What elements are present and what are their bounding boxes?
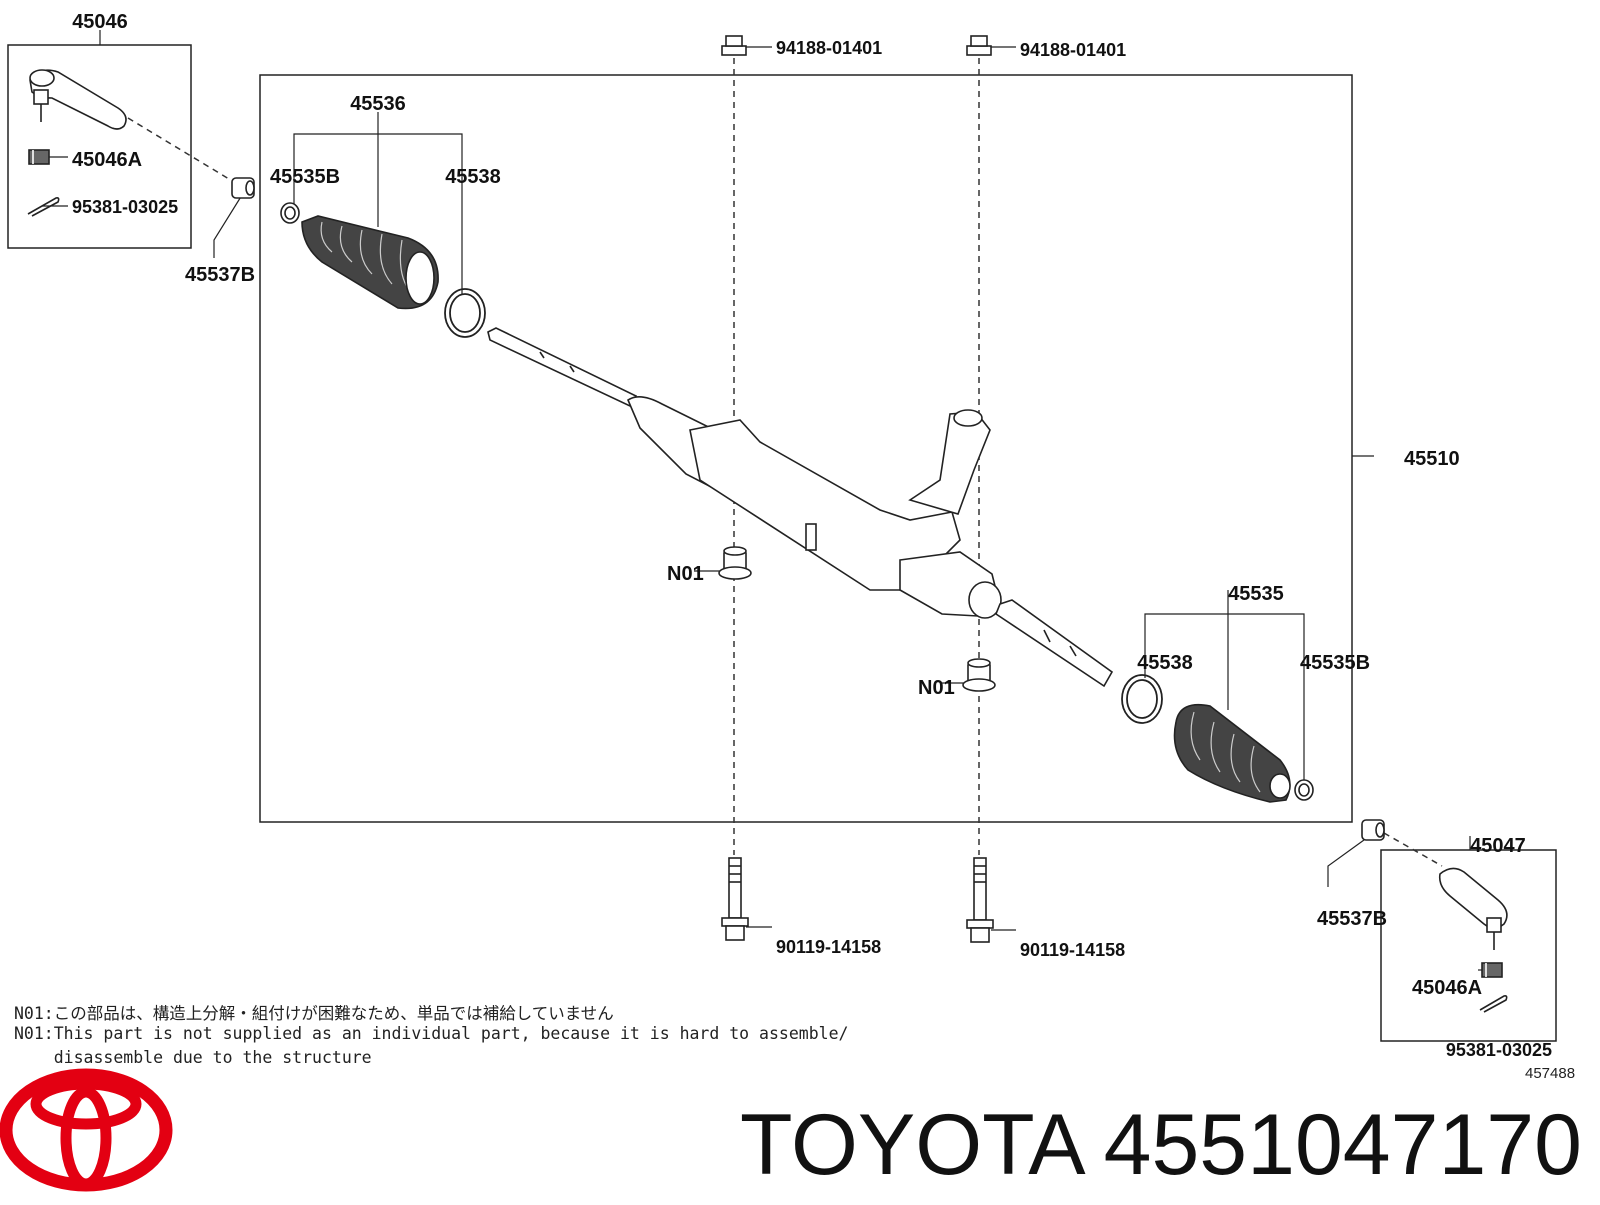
- leader-lines: [42, 30, 1490, 971]
- boot-rh-icon: [1173, 703, 1291, 803]
- label-nut-lh: 45046A: [72, 149, 142, 171]
- gear-assembly-frame: [259, 74, 1353, 823]
- catalog-number: 457488: [1525, 1065, 1576, 1082]
- label-clamp-small-lh: 45535B: [270, 166, 340, 188]
- label-boot-rh: 45535: [1228, 583, 1284, 605]
- flange-nut-right-icon: [966, 35, 992, 56]
- label-tie-rod-end-rh: 45047: [1470, 835, 1526, 857]
- lock-nut-rh-icon: [1361, 819, 1385, 841]
- boot-lh-icon: [301, 215, 439, 310]
- nut-rh-icon: [1481, 962, 1503, 978]
- tie-rod-end-rh-icon: [1438, 867, 1508, 950]
- label-cotter-pin-lh: 95381-03025: [72, 197, 178, 217]
- label-nut-rh: 45046A: [1412, 977, 1482, 999]
- label-bolt-right: 90119-14158: [1020, 940, 1125, 960]
- note-english-line-2: disassemble due to the structure: [14, 1048, 372, 1067]
- note-japanese: N01:この部品は、構造上分解・組付けが困難なため、単品では補給していません: [14, 1004, 614, 1023]
- clamp-large-lh-icon: [444, 288, 486, 338]
- label-flange-nut-right: 94188-01401: [1020, 40, 1126, 60]
- label-boot-lh: 45536: [350, 93, 406, 115]
- label-clamp-large-rh: 45538: [1137, 652, 1193, 674]
- label-tie-rod-end-lh: 45046: [72, 11, 128, 33]
- label-bushing-left: N01: [667, 563, 704, 585]
- toyota-logo-icon: [0, 1068, 173, 1192]
- clamp-small-rh-icon: [1294, 779, 1314, 801]
- clamp-large-rh-icon: [1121, 674, 1163, 724]
- label-clamp-large-lh: 45538: [445, 166, 501, 188]
- label-bushing-right: N01: [918, 677, 955, 699]
- nut-lh-icon: [28, 149, 50, 165]
- label-flange-nut-left: 94188-01401: [776, 38, 882, 58]
- cotter-pin-rh-icon: [1479, 995, 1508, 1013]
- flange-nut-left-icon: [721, 35, 747, 56]
- label-bolt-left: 90119-14158: [776, 937, 881, 957]
- label-lock-nut-rh: 45537B: [1317, 908, 1387, 930]
- bolt-right-icon: [966, 857, 994, 943]
- label-clamp-small-rh: 45535B: [1300, 652, 1370, 674]
- bushing-right-icon: [962, 658, 996, 692]
- label-lock-nut-lh: 45537B: [185, 264, 255, 286]
- label-gear-assembly: 45510: [1404, 448, 1460, 470]
- clamp-small-lh-icon: [280, 202, 300, 224]
- lock-nut-lh-icon: [231, 177, 255, 199]
- note-english-line-1: N01:This part is not supplied as an indi…: [14, 1024, 849, 1043]
- bushing-left-icon: [718, 546, 752, 580]
- steering-rack-icon: [487, 327, 1114, 688]
- label-cotter-pin-rh: 95381-03025: [1446, 1040, 1552, 1060]
- tie-rod-end-lh-icon: [29, 69, 127, 130]
- cotter-pin-lh-icon: [27, 197, 60, 217]
- tie-rod-end-rh-frame: [1380, 849, 1557, 1042]
- bolt-left-icon: [721, 857, 749, 941]
- brand-name: TOYOTA: [740, 1097, 1086, 1193]
- part-number: 4551047170: [1103, 1097, 1582, 1193]
